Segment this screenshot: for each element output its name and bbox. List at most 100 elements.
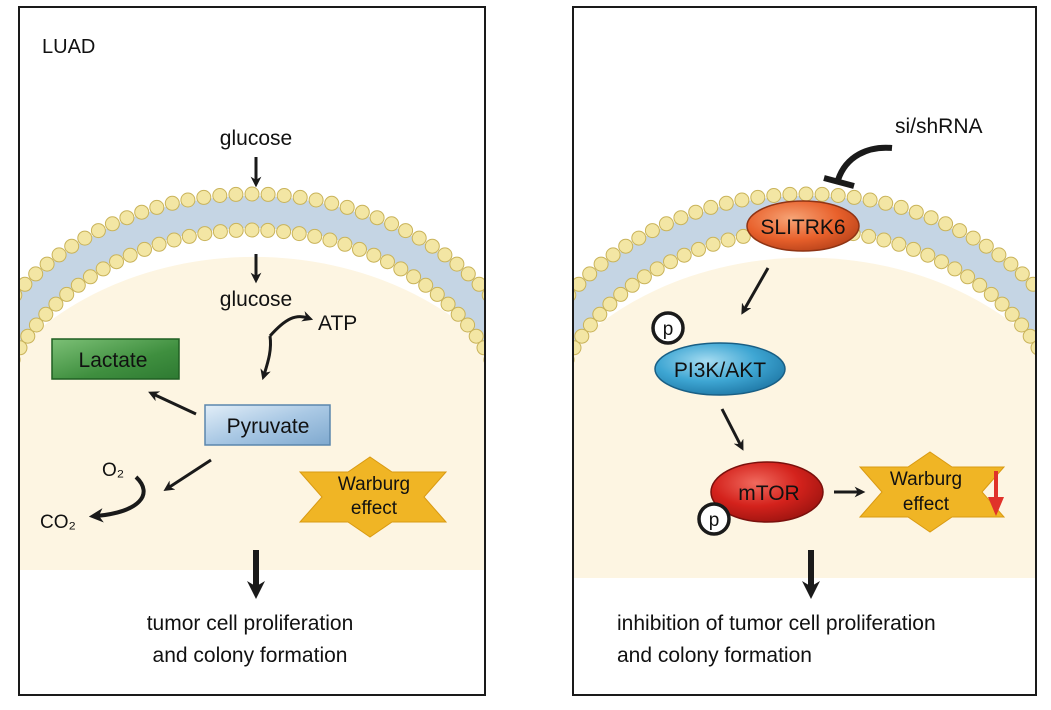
lipid-head: [947, 261, 963, 277]
lipid-head: [429, 286, 445, 302]
lipid-head: [197, 226, 213, 242]
o2-label: O₂: [102, 460, 124, 481]
lipid-head: [536, 388, 550, 402]
lipid-head: [934, 254, 949, 270]
lipid-head: [149, 199, 165, 215]
lipid-head: [64, 238, 80, 254]
lipid-head: [798, 186, 814, 202]
lipid-head: [437, 247, 453, 263]
lipid-head: [517, 361, 531, 375]
lipid-head: [592, 306, 608, 322]
lipid-head: [906, 241, 921, 257]
lipid-head: [846, 189, 862, 205]
lipid-head: [891, 236, 907, 252]
lipid-head: [460, 317, 476, 333]
lipid-head: [543, 443, 557, 457]
lipid-head: [631, 230, 647, 246]
outcome-line1: tumor cell proliferation: [147, 612, 354, 635]
lipid-head: [119, 210, 135, 226]
lipid-head: [0, 365, 14, 379]
lipid-head: [501, 443, 515, 457]
membrane-tail-band: [573, 196, 1036, 346]
decrease-arrow-icon: [988, 471, 1004, 516]
lipid-head: [0, 311, 4, 325]
lipid-head: [908, 204, 924, 220]
left-cell-membrane: [0, 186, 557, 457]
lipid-head: [212, 188, 228, 203]
lipid-head: [978, 238, 994, 254]
lipid-head: [276, 188, 292, 203]
lipid-head: [339, 199, 355, 215]
lipid-head: [920, 247, 936, 263]
lipid-head: [28, 317, 44, 333]
lipid-head: [228, 222, 244, 238]
lipid-head: [468, 328, 484, 344]
mtor-label: mTOR: [738, 482, 799, 505]
lipid-head: [983, 286, 999, 302]
lipid-head: [516, 336, 530, 350]
lipid-head: [291, 226, 307, 242]
lipid-head: [380, 254, 395, 270]
co2-label: CO₂: [40, 512, 76, 533]
lipid-head: [539, 402, 553, 416]
lipid-head: [1038, 353, 1051, 367]
lipid-head: [406, 269, 422, 285]
lipid-head: [734, 192, 750, 208]
lipid-head: [541, 403, 555, 417]
pi3k-akt-complex: PI3K/AKT p: [651, 311, 786, 396]
lipid-head: [508, 388, 522, 402]
lipid-head: [38, 306, 54, 322]
lipid-head: [19, 276, 33, 292]
warburg-reduced-line2: effect: [903, 494, 950, 515]
lipid-head: [649, 261, 665, 277]
lipid-head: [366, 247, 382, 263]
lipid-head: [1030, 340, 1036, 356]
lipid-head: [0, 403, 1, 417]
lipid-head: [1003, 256, 1019, 272]
lipid-head: [104, 216, 120, 232]
lipid-head: [862, 192, 878, 208]
lipid-head: [582, 317, 598, 333]
lipid-head: [613, 286, 629, 302]
membrane-tail-band: [19, 196, 485, 346]
lipid-head: [658, 216, 674, 232]
lipid-head: [505, 402, 519, 416]
lipid-head: [541, 415, 555, 429]
lipid-head: [369, 210, 385, 226]
lipid-head: [582, 266, 598, 282]
panel-label-luad: LUAD: [42, 36, 95, 58]
lipid-head: [532, 375, 546, 389]
glycolysis-to-pyruvate-arrow: [260, 335, 272, 381]
lipid-head: [95, 261, 111, 277]
lipid-head: [507, 443, 521, 457]
lipid-head: [181, 228, 197, 244]
lipid-head: [602, 296, 618, 312]
left-panel: LUAD glucose glucose ATP Lactate Pyruvat…: [0, 6, 557, 696]
lipid-head: [122, 247, 138, 263]
lipid-head: [449, 256, 465, 272]
lipid-head: [508, 323, 522, 337]
lipid-head: [1025, 276, 1036, 292]
lipid-head: [691, 241, 706, 257]
lipid-head: [861, 228, 877, 244]
lipid-head: [499, 390, 513, 404]
lipid-head: [952, 223, 968, 239]
lipid-head: [994, 296, 1010, 312]
lipid-head: [490, 365, 504, 379]
lipid-head: [411, 230, 427, 246]
lipid-head: [196, 189, 212, 205]
lipid-head: [543, 429, 557, 443]
lipid-head: [938, 216, 954, 232]
lipid-head: [109, 254, 124, 270]
atp-label: ATP: [318, 312, 357, 335]
lipid-head: [503, 403, 517, 417]
lipid-head: [512, 375, 526, 389]
lipid-head: [782, 186, 798, 202]
lipid-head: [545, 390, 559, 404]
lipid-head: [644, 223, 660, 239]
lipid-head: [552, 299, 566, 313]
lipid-head: [228, 186, 244, 202]
lipid-head: [244, 222, 260, 238]
warburg-reduced-line1: Warburg: [890, 469, 962, 490]
glucose-inside-label: glucose: [220, 288, 292, 311]
